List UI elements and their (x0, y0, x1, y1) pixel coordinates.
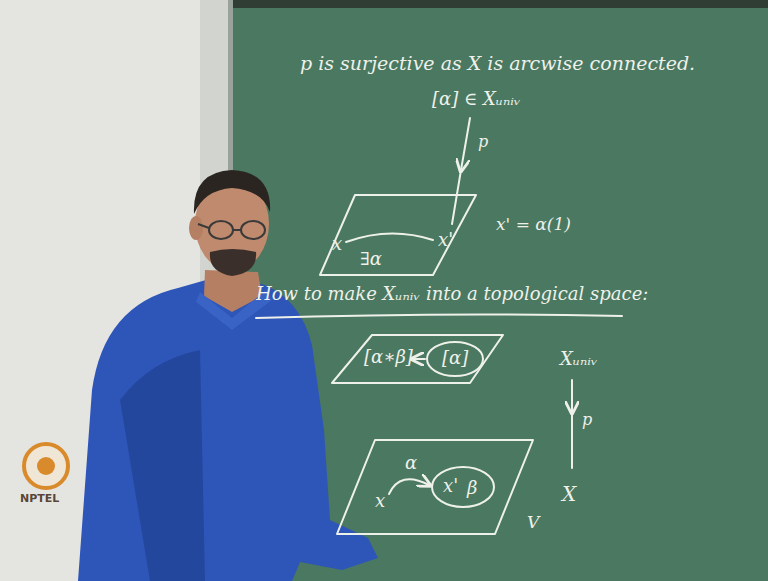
chalk-symbol: [α∗β] (364, 346, 413, 368)
circled-region: x' β (431, 466, 495, 508)
chalk-symbol: ∃α (360, 248, 382, 270)
chalk-text: How to make Xᵤₙᵢᵥ into a topological spa… (256, 283, 648, 305)
chalk-text: p (582, 410, 592, 429)
chalk-outline (335, 438, 535, 536)
map-arrow-tail (571, 412, 573, 468)
path-curve (389, 479, 429, 494)
map-arrow-tail (452, 170, 461, 224)
plane-sketch: [α∗β] [α] (330, 333, 505, 385)
path-curve (346, 233, 433, 242)
plane-sketch: x ∃α x' (318, 193, 478, 277)
chalk-text: p is surjective as X is arcwise connecte… (300, 52, 695, 75)
chalk-symbol: β (467, 477, 477, 499)
person-ear (189, 216, 203, 240)
person-hair (194, 170, 270, 214)
chalk-text: Xᵤₙᵢᵥ (560, 348, 598, 370)
chalk-outline (431, 466, 495, 508)
chalk-symbol: x (332, 233, 342, 255)
logo-center (37, 457, 55, 475)
logo-ring (24, 444, 68, 488)
chalk-symbol: α (405, 452, 417, 474)
underline (256, 314, 622, 318)
chalk-symbol: x (375, 490, 385, 512)
chalk-text: [α] ∈ Xᵤₙᵢᵥ (432, 88, 521, 110)
plane-sketch: xα x' β (335, 438, 535, 536)
parallelogram-outline (320, 195, 476, 275)
chalk-symbol: x' (443, 475, 458, 497)
chalk-symbol: x' (438, 229, 453, 251)
map-arrow (461, 118, 470, 170)
map-arrow (571, 380, 573, 412)
chalk-symbol: [α] (442, 347, 468, 369)
circled-region: [α] (426, 341, 484, 377)
logo-text: NPTEL (20, 492, 59, 505)
glasses-left (209, 221, 233, 239)
chalk-text: V (527, 512, 539, 532)
circle-outline (432, 467, 494, 507)
parallelogram-outline (337, 440, 533, 534)
person-beard (210, 249, 256, 276)
person-shirt (78, 280, 378, 581)
glasses-bridge (198, 224, 241, 230)
parallelogram-outline (332, 335, 503, 383)
chalk-outline (330, 333, 505, 385)
chalk-text: p (478, 132, 488, 151)
circle-outline (427, 342, 483, 376)
glasses-right (241, 221, 265, 239)
shirt-shade (120, 350, 205, 581)
chalk-text: x' = α(1) (496, 214, 571, 234)
small-arrow (413, 358, 425, 360)
chalk-text: X (562, 482, 576, 506)
